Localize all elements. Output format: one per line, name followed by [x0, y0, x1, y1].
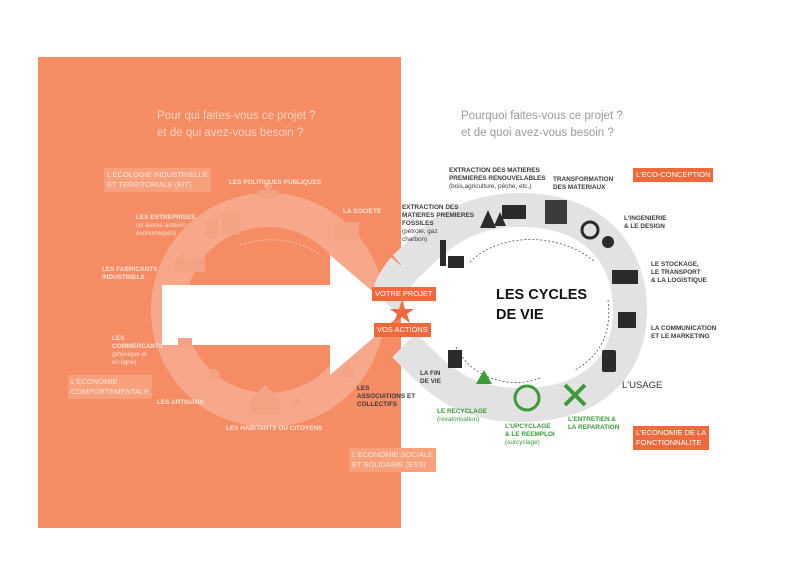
- label-fabricants: LES FABRICANTS INDUSTRIELS: [102, 266, 157, 282]
- communication-icon: [618, 312, 636, 328]
- recycle-icon: [476, 370, 492, 384]
- label-artisans: LES ARTISANS: [157, 399, 204, 407]
- label-ingenierie: L'INGENIERIE & LE DESIGN: [624, 215, 666, 231]
- tractor-icon: [502, 205, 526, 219]
- left-question: Pour qui faites-vous ce projet ? et de q…: [157, 108, 316, 142]
- label-upcyclage: L'UPCYCLAGE & LE REEMPLOI (surcyclage): [505, 423, 555, 447]
- smartphone-icon: [602, 350, 616, 372]
- trash-icon: [448, 350, 462, 368]
- associations-icon: [342, 366, 354, 378]
- label-usage: L'USAGE: [622, 380, 662, 391]
- habitants-icon: [290, 397, 300, 407]
- votre-projet-tag: VOTRE PROJET: [372, 287, 436, 301]
- label-stockage: LE STOCKAGE, LE TRANSPORT & LA LOGISTIQU…: [651, 261, 707, 285]
- right-question: Pourquoi faites-vous ce projet ? et de q…: [461, 108, 623, 142]
- label-associations: LES ASSOCIATIONS ET COLLECTIFS: [357, 385, 415, 409]
- societe-icon: [335, 222, 359, 240]
- label-commercants: LES COMMERCANTS (physique et en ligne): [112, 335, 163, 367]
- label-habitants: LES HABITANTS OU CITOYENS: [226, 425, 322, 433]
- tag-comportementale: L'ECONOMIE COMPORTEMENTALE: [68, 375, 152, 399]
- label-transformation: TRANSFORMATION DES MATERIAUX: [553, 176, 613, 192]
- label-fin-de-vie: LA FIN DE VIE: [420, 370, 441, 386]
- label-communication: LA COMMUNICATION ET LE MARKETING: [651, 325, 716, 341]
- label-politiques: LES POLITIQUES PUBLIQUES: [229, 179, 321, 187]
- tag-ess: L'ECONOMIE SOCIALE ET SOLIDAIRE (ESS): [349, 448, 436, 472]
- dashed-path-top: [470, 240, 595, 263]
- label-recyclage: LE RECYCLAGE (revalorisation): [437, 408, 487, 424]
- cycles-title: LES CYCLES DE VIE: [496, 285, 587, 325]
- truck-icon: [612, 270, 638, 284]
- commercants-icon: [178, 338, 192, 348]
- left-question-line2: et de qui avez-vous besoin ?: [157, 125, 316, 142]
- label-societe: LA SOCIETE: [343, 208, 381, 216]
- mine-cart-icon: [448, 256, 464, 268]
- politiques-icon: [258, 190, 278, 198]
- transformation-icon: [545, 200, 567, 224]
- vos-actions-tag: VOS ACTIONS: [374, 323, 431, 337]
- left-question-line1: Pour qui faites-vous ce projet ?: [157, 108, 316, 125]
- artisans-icon: [208, 369, 220, 381]
- dashed-path-left: [240, 240, 320, 255]
- label-entreprises: LES ENTREPRISES (et autres acteurs écono…: [136, 214, 195, 238]
- right-question-line1: Pourquoi faites-vous ce projet ?: [461, 108, 623, 125]
- right-question-line2: et de quoi avez-vous besoin ?: [461, 125, 623, 142]
- entreprises-icon: [222, 212, 240, 234]
- maison-icon: [250, 385, 280, 414]
- tag-eco-conception: L'ECO-CONCEPTION: [633, 168, 713, 182]
- tag-eit: L'ECOLOGIE INDUSTRIELLE ET TERRITORIALE …: [104, 168, 211, 192]
- tag-fonctionnalite: L'ECONOMIE DE LA FONCTIONNALITE: [633, 426, 709, 450]
- label-extraction-renouvelables: EXTRACTION DES MATIERES PREMIERES RENOUV…: [449, 167, 546, 191]
- label-extraction-fossiles: EXTRACTION DES MATIERES PREMIERES FOSSIL…: [402, 204, 474, 244]
- design-icon: [602, 236, 614, 248]
- label-entretien: L'ENTRETIEN & LA REPARATION: [568, 416, 619, 432]
